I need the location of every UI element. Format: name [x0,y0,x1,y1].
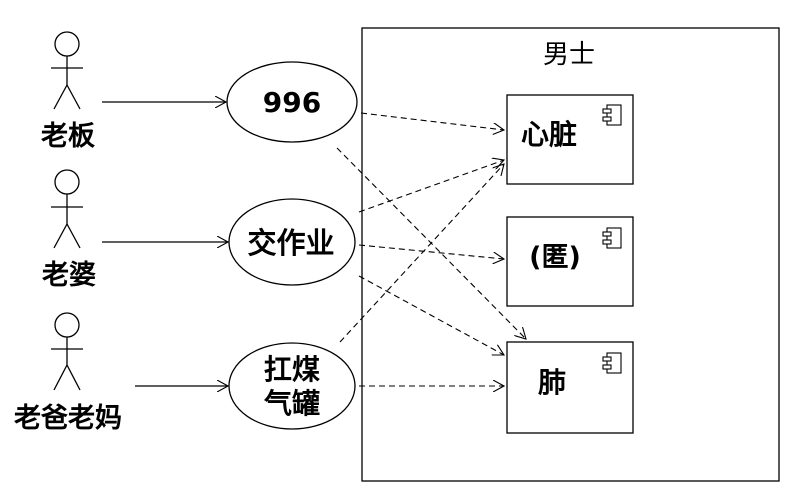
system-title: 男士 [543,40,595,70]
actor-wife: 老婆 [42,169,96,291]
stick-figure-icon [51,312,83,391]
usecase-996: 996 [226,61,358,143]
usecase-label-line2: 气罐 [263,387,320,420]
component-icon [602,104,622,126]
dependency-arrow [358,244,504,259]
component-lung: 肺 [506,341,634,434]
component-heart: 心脏 [506,94,634,185]
component-hidden: (匿) [506,216,634,307]
actor-label: 老板 [41,121,95,152]
actor-boss: 老板 [41,31,95,152]
actor-label: 老婆 [42,260,96,291]
component-icon [602,227,622,249]
actor-label: 老爸老妈 [14,403,122,434]
usecase-label-line1: 扛煤 [264,353,320,386]
component-icon [602,352,622,374]
actor-parents: 老爸老妈 [14,312,122,434]
dependency-arrow [339,164,504,343]
system-boundary: 男士 [361,27,780,482]
component-label: 肺 [538,366,566,399]
stick-figure-icon [51,31,83,110]
stick-figure-icon [51,169,83,249]
dependency-arrow [358,275,504,355]
usecase-label: 交作业 [247,226,334,260]
usecase-gas: 扛煤 气罐 [228,342,356,430]
dependency-arrow [358,160,504,213]
usecase-homework: 交作业 [228,198,356,286]
dependency-arrow [360,112,504,130]
usecase-label: 996 [263,86,321,119]
component-label: (匿) [529,242,581,273]
component-label: 心脏 [521,118,577,151]
